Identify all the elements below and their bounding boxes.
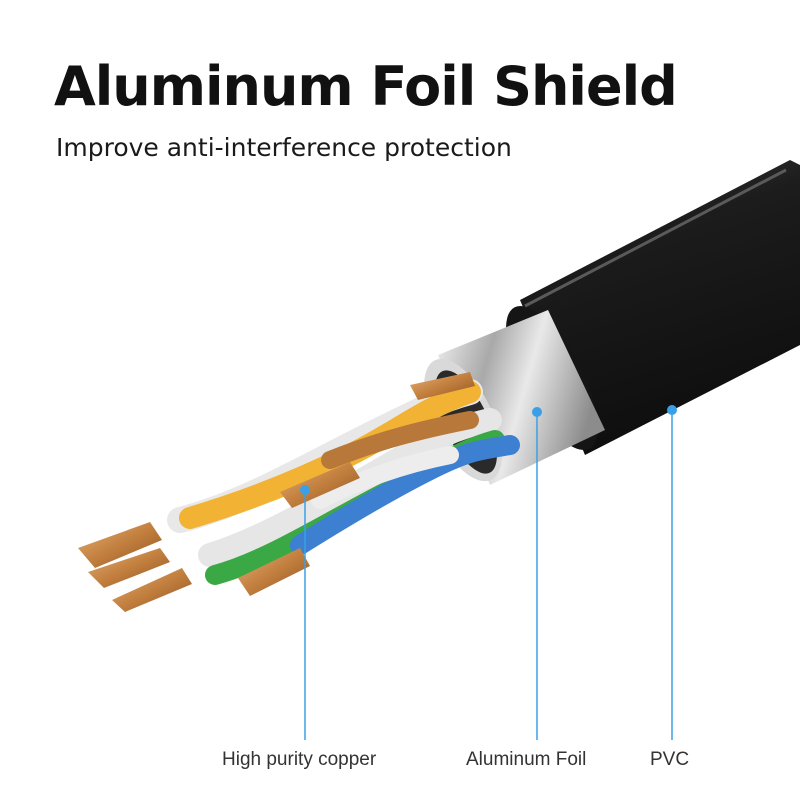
copper-marker-dot — [300, 485, 310, 495]
pvc-marker-dot — [667, 405, 677, 415]
twisted-pairs — [167, 379, 520, 585]
pvc-label: PVC — [650, 749, 690, 770]
foil-marker-dot — [532, 407, 542, 417]
copper-conductors — [78, 372, 475, 612]
copper-label: High purity copper — [222, 749, 377, 770]
foil-label: Aluminum Foil — [466, 749, 587, 770]
callout-leaders — [300, 405, 677, 740]
page-subtitle: Improve anti-interference protection — [56, 133, 512, 162]
page-title: Aluminum Foil Shield — [54, 55, 678, 118]
